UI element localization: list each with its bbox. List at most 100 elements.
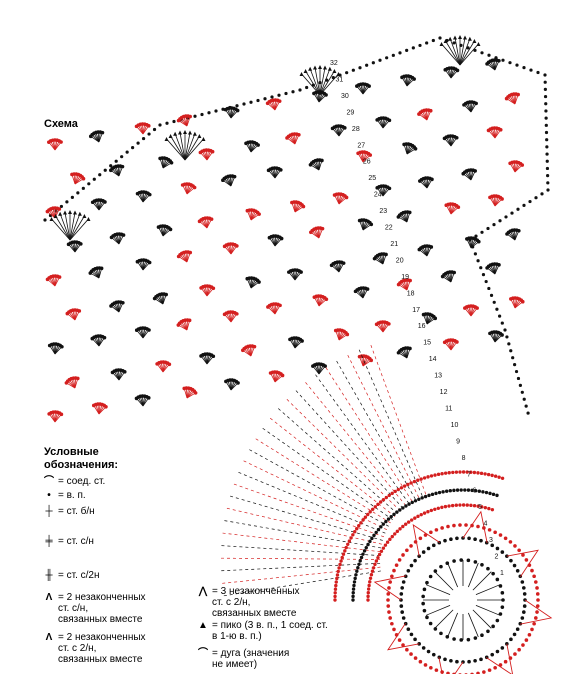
chain-dot <box>461 503 466 507</box>
chain-dot <box>486 566 490 571</box>
row-number: 3 <box>489 537 493 544</box>
chain-dot <box>405 548 409 553</box>
chain-dot <box>359 521 363 525</box>
chain-dot <box>103 200 107 204</box>
picot-mark <box>168 133 173 138</box>
chain-dot <box>517 548 521 553</box>
picot-mark <box>192 131 197 136</box>
chain-dot <box>407 502 411 506</box>
stitch-line <box>304 381 407 506</box>
stitch-line <box>55 215 71 241</box>
chain-dot <box>413 656 418 660</box>
stitch-line <box>179 132 186 161</box>
picot-mark <box>201 136 206 141</box>
chain-dot <box>412 479 417 484</box>
chain-dot <box>459 558 464 562</box>
chain-dot <box>386 517 391 521</box>
stitch-line <box>242 460 388 530</box>
chain-dot <box>147 192 152 197</box>
fan-motif <box>64 376 80 389</box>
chain-dot <box>99 266 104 271</box>
chain-dot <box>522 203 526 207</box>
chain-dot <box>535 592 540 596</box>
chain-dot <box>534 580 538 584</box>
chain-dot <box>409 518 414 522</box>
fan-motif <box>266 302 282 315</box>
picot-mark <box>82 213 87 218</box>
chain-dot <box>397 638 402 642</box>
chain-dot <box>367 583 371 588</box>
chain-dot <box>370 569 375 573</box>
stitch-line <box>221 532 381 553</box>
chain-dot <box>232 174 237 179</box>
chain-dot <box>339 559 343 563</box>
stitch-line <box>254 437 391 524</box>
chain-dot <box>366 598 370 602</box>
chain-dot <box>522 586 526 590</box>
chain-dot <box>136 141 140 145</box>
fan-motif <box>245 276 261 289</box>
chain-dot <box>320 158 324 163</box>
chain-dot <box>284 91 288 96</box>
picot-mark <box>188 130 193 135</box>
chain-dot <box>399 592 404 596</box>
fan-motif <box>222 310 239 323</box>
chain-dot <box>455 68 460 73</box>
fan-motif <box>357 218 374 231</box>
chain-dot <box>392 512 396 517</box>
chain-dot <box>520 580 525 584</box>
chain-dot <box>470 488 474 493</box>
chain-dot <box>511 356 515 360</box>
picot-mark <box>332 68 337 73</box>
chain-dot <box>188 114 192 119</box>
chain-dot <box>409 652 413 656</box>
stitch-line <box>309 68 321 96</box>
chain-dot <box>341 261 346 265</box>
chain-dot <box>59 204 64 209</box>
chain-dot <box>344 195 349 200</box>
chain-dot <box>402 484 407 488</box>
chain-dot <box>543 87 547 91</box>
chain-dot <box>147 260 152 265</box>
fan-motif <box>444 202 461 215</box>
stitch-line <box>261 427 393 521</box>
chain-dot <box>368 580 372 584</box>
chain-dot <box>444 489 449 493</box>
chain-dot <box>341 552 346 556</box>
row-number: 30 <box>341 93 349 100</box>
stitch-line <box>434 609 454 629</box>
chain-dot <box>401 524 405 529</box>
chain-dot <box>491 492 496 497</box>
fan-motif <box>47 342 64 355</box>
fan-motif <box>199 352 216 365</box>
fan-motif <box>417 244 434 257</box>
chain-dot <box>454 503 459 507</box>
chain-dot <box>152 127 157 132</box>
chain-dot <box>333 587 338 591</box>
stitch-line <box>447 612 459 638</box>
picot-icon: ▲ <box>198 620 208 631</box>
chain-dot <box>59 140 63 144</box>
stitch-line <box>59 213 71 241</box>
chain-dot <box>386 598 390 602</box>
chain-dot <box>482 670 486 674</box>
chain-dot <box>440 472 444 476</box>
chain-dot <box>333 598 337 602</box>
outer-scallop-edge <box>43 36 550 415</box>
chain-dot <box>351 594 355 599</box>
chain-dot <box>301 204 306 209</box>
chain-dot <box>257 280 261 284</box>
chain-dot <box>355 569 359 573</box>
chain-dot <box>366 594 370 599</box>
chain-dot <box>401 553 405 557</box>
chain-dot <box>366 590 370 595</box>
stitch-line <box>221 566 381 584</box>
chain-dot <box>446 524 450 529</box>
chain-dot <box>545 159 549 163</box>
chain-dot <box>291 90 295 94</box>
chain-dot <box>324 297 329 302</box>
chain-dot <box>451 470 455 475</box>
fan-motif <box>45 274 62 287</box>
chain-dot <box>466 558 471 563</box>
chain-dot <box>498 219 502 223</box>
